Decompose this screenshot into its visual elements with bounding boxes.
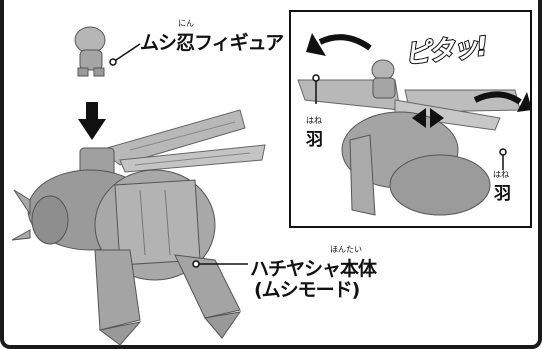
snap-arrows-icon (412, 108, 444, 128)
wing-left-ruby: はね (306, 116, 322, 125)
body-mode-label: (ムシモード) (254, 279, 360, 301)
mushi-nin-figure (74, 26, 106, 77)
figure-leader-line (112, 43, 141, 63)
body-label-ruby: ほんたい (330, 245, 362, 254)
wing-right-ruby: はね (493, 170, 509, 179)
inset-illustration (297, 59, 521, 216)
curved-arrow-left-icon (306, 33, 372, 56)
curved-arrow-right-icon (473, 91, 532, 112)
body-name-label: ハチヤシャ本体 (250, 258, 377, 280)
main-wings (98, 109, 266, 173)
figure-label-ruby: にん (178, 19, 194, 28)
figure-label: ムシ忍フィギュア (140, 32, 284, 54)
wing-left-label: 羽 (306, 130, 323, 150)
down-arrow-icon (78, 102, 106, 140)
wing-right-label: 羽 (494, 184, 511, 204)
hachiyasha-body (11, 147, 242, 346)
